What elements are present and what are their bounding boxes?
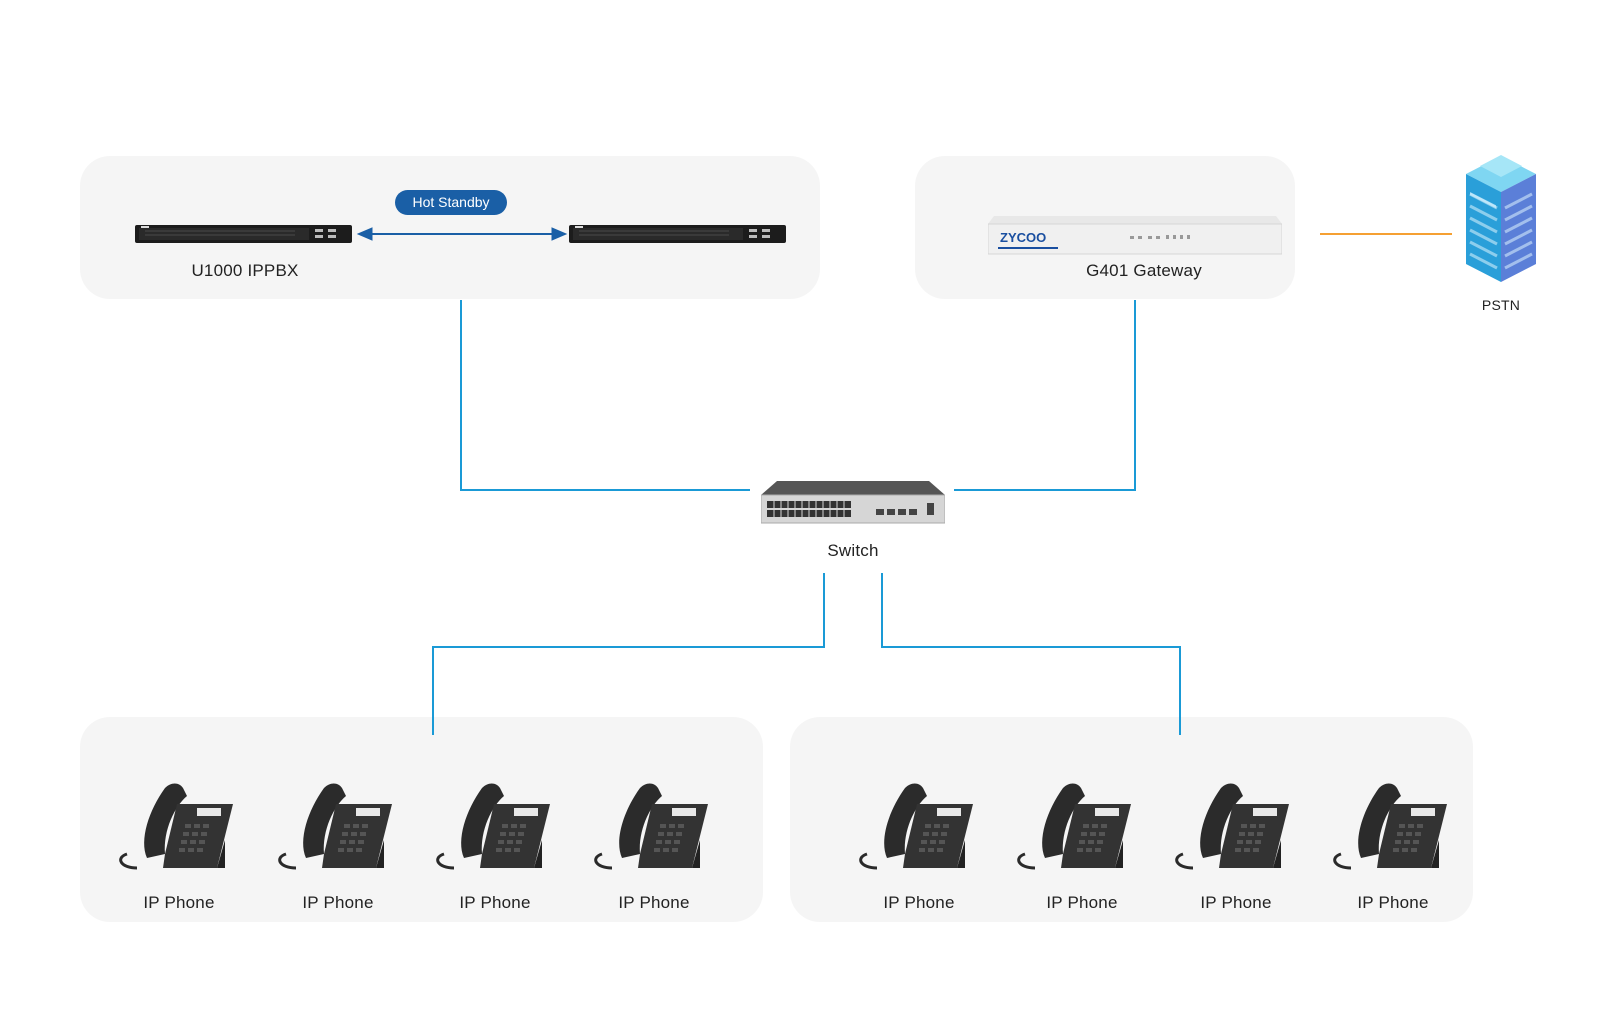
ip-phone-icon bbox=[113, 780, 233, 875]
pstn-label: PSTN bbox=[1481, 297, 1521, 313]
server-icon bbox=[135, 223, 352, 245]
gateway-icon: ZYCOO bbox=[988, 216, 1282, 256]
ip-phone-icon bbox=[588, 780, 708, 875]
link-ippbx-switch bbox=[460, 300, 750, 491]
ip-phone-icon bbox=[430, 780, 550, 875]
link-gateway-switch bbox=[954, 300, 1136, 491]
ip-phone-icon bbox=[1169, 780, 1289, 875]
ip-phone-icon bbox=[272, 780, 392, 875]
ippbx-label: U1000 IPPBX bbox=[191, 261, 299, 280]
phone-label: IP Phone bbox=[883, 893, 955, 912]
phone-label: IP Phone bbox=[1200, 893, 1272, 912]
phone-label: IP Phone bbox=[1046, 893, 1118, 912]
hot-standby-arrow bbox=[356, 227, 568, 241]
gateway-label: G401 Gateway bbox=[1086, 261, 1202, 280]
ip-phone-icon bbox=[1011, 780, 1131, 875]
phone-label: IP Phone bbox=[618, 893, 690, 912]
phone-label: IP Phone bbox=[143, 893, 215, 912]
hot-standby-badge: Hot Standby bbox=[395, 190, 507, 215]
phone-label: IP Phone bbox=[1357, 893, 1429, 912]
ip-phone-icon bbox=[1327, 780, 1447, 875]
switch-icon bbox=[761, 481, 945, 525]
building-icon bbox=[1466, 152, 1536, 282]
server-icon bbox=[569, 223, 786, 245]
link-switch-phones-left bbox=[432, 573, 825, 735]
switch-label: Switch bbox=[827, 541, 879, 560]
link-switch-phones-right bbox=[881, 573, 1181, 735]
phone-label: IP Phone bbox=[459, 893, 531, 912]
ip-phone-icon bbox=[853, 780, 973, 875]
phone-label: IP Phone bbox=[302, 893, 374, 912]
gateway-brand: ZYCOO bbox=[1000, 230, 1046, 245]
